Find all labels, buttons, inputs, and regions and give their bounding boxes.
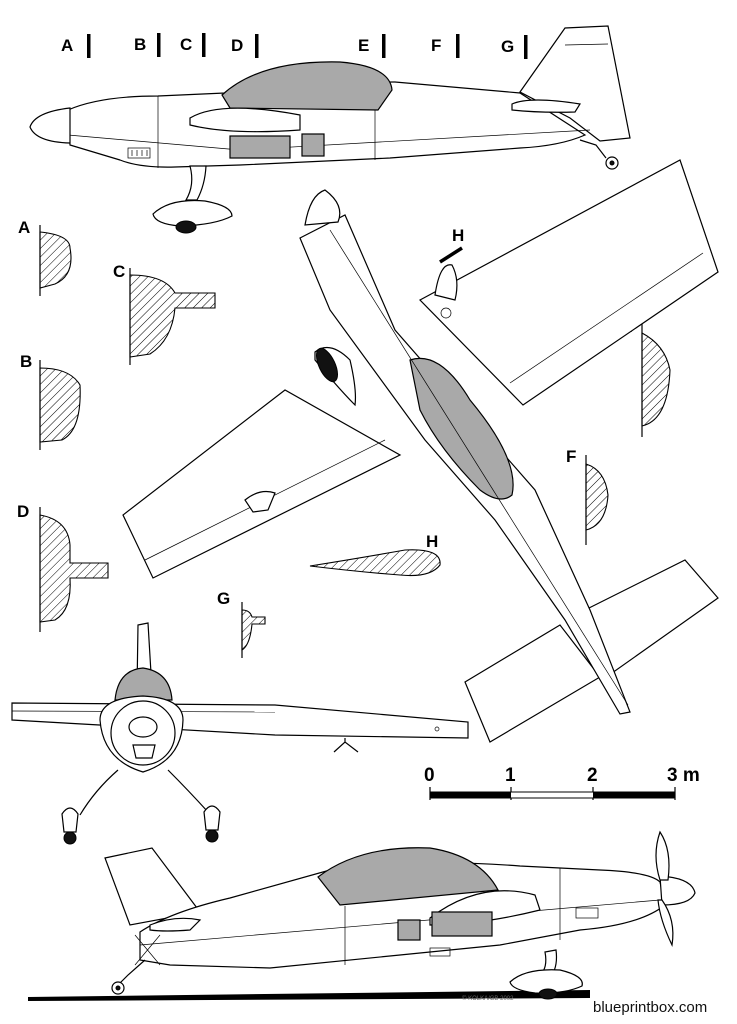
svg-text:C: C <box>180 35 192 54</box>
section-marker-b: B <box>134 33 161 57</box>
plan-spinner <box>304 189 341 226</box>
main-gear-leg <box>184 165 207 201</box>
section-e: E <box>621 317 671 437</box>
bottom-canopy <box>317 847 499 906</box>
svg-text:H: H <box>426 532 438 551</box>
section-marker-f: F <box>431 34 460 58</box>
wing-right <box>419 159 719 406</box>
main-wheel-pant <box>152 199 233 227</box>
wing-fairing <box>189 107 301 133</box>
side-view-bottom <box>28 830 696 1001</box>
section-c: C <box>113 262 216 365</box>
svg-text:H: H <box>452 226 464 245</box>
section-f: F <box>566 447 609 545</box>
section-markers: A B C D E F G <box>61 33 528 59</box>
section-marker-h: H <box>439 226 464 264</box>
spinner <box>29 107 71 144</box>
svg-text:G: G <box>501 37 514 56</box>
tailplane-side <box>511 99 581 113</box>
section-g: G <box>217 589 266 658</box>
fuselage <box>67 81 587 168</box>
svg-text:A: A <box>18 218 30 237</box>
section-marker-g: G <box>501 35 528 59</box>
svg-text:3 m: 3 m <box>667 765 700 786</box>
front-view <box>11 622 469 845</box>
front-canopy <box>114 667 173 701</box>
section-marker-e: E <box>358 34 386 58</box>
svg-text:B: B <box>134 35 146 54</box>
svg-text:F: F <box>566 447 576 466</box>
section-d: D <box>17 502 109 632</box>
watermark: blueprintbox.com <box>593 999 707 1016</box>
svg-text:C: C <box>113 262 125 281</box>
section-h-profile: H <box>309 532 441 577</box>
section-marker-a: A <box>61 34 91 58</box>
svg-text:B: B <box>20 352 32 371</box>
section-a: A <box>18 218 72 296</box>
canopy <box>221 61 393 111</box>
plan-view: H <box>122 159 719 743</box>
svg-text:1: 1 <box>505 765 516 786</box>
svg-text:F: F <box>431 36 441 55</box>
svg-text:0: 0 <box>424 765 435 786</box>
section-marker-c: C <box>180 33 206 57</box>
wing-left <box>122 389 402 579</box>
scale-bar: 0 1 2 3 m <box>424 765 700 800</box>
svg-text:A: A <box>61 36 73 55</box>
tail-fin <box>519 25 631 142</box>
side-view-top <box>29 25 631 234</box>
plan-canopy <box>409 357 514 500</box>
section-marker-d: D <box>231 34 259 58</box>
stabilizer-left <box>464 624 601 743</box>
svg-text:E: E <box>358 36 369 55</box>
bottom-spinner <box>659 875 696 906</box>
svg-text:D: D <box>17 502 29 521</box>
bottom-propeller <box>655 830 670 881</box>
svg-text:2: 2 <box>587 765 598 786</box>
section-b: B <box>20 352 81 450</box>
ground-line <box>28 990 590 1001</box>
credit-text: © KOLKA/GB 2002 <box>462 995 514 1002</box>
front-wing <box>11 702 469 739</box>
svg-text:G: G <box>217 589 230 608</box>
svg-text:D: D <box>231 36 243 55</box>
bottom-wheel-pant <box>509 969 583 994</box>
cross-sections: A B C D E F G <box>17 218 671 658</box>
